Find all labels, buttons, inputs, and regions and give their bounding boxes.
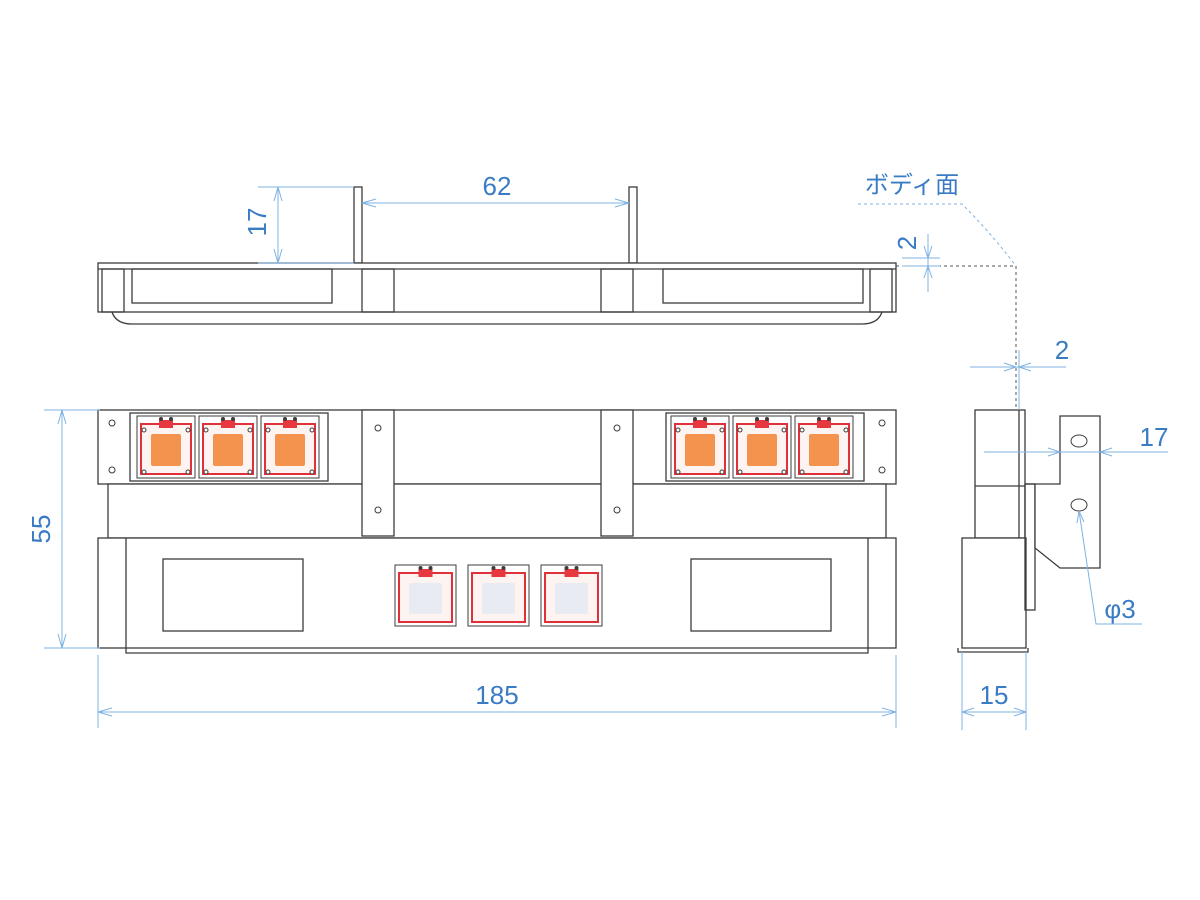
top-view xyxy=(97,186,897,325)
dim-side-bracket: 17 xyxy=(1140,422,1169,452)
lamp-screw xyxy=(719,427,725,433)
lower-window-left xyxy=(162,558,304,632)
lamp-screw xyxy=(737,427,743,433)
top-plate-lip xyxy=(111,311,883,325)
dim-length: 185 xyxy=(475,680,518,710)
top-bracket-left xyxy=(353,186,363,264)
mount-hole xyxy=(1070,498,1088,512)
mount-hole xyxy=(1070,434,1088,448)
side-upper xyxy=(974,409,1026,539)
lamp-clear xyxy=(394,564,457,627)
dim-bracket-height: 17 xyxy=(242,208,272,237)
lamp-screw xyxy=(247,427,253,433)
lamp-screw xyxy=(843,469,849,475)
lamp-screw xyxy=(203,427,209,433)
lamp-screw xyxy=(737,469,743,475)
lamp-clear xyxy=(467,564,530,627)
lamp-screw xyxy=(781,469,787,475)
lamp-amber xyxy=(794,415,854,479)
leader-hole xyxy=(1078,510,1142,625)
lamp-screw xyxy=(185,427,191,433)
lamp-amber xyxy=(198,415,258,479)
lower-window-right xyxy=(690,558,832,632)
screw xyxy=(878,466,886,474)
lamp-screw xyxy=(141,469,147,475)
dimensions: 185 55 62 17 ボディ面 2 2 xyxy=(26,171,1168,730)
lamp-screw xyxy=(309,427,315,433)
top-plate xyxy=(97,262,897,313)
lamp-amber xyxy=(670,415,730,479)
side-bracket xyxy=(1025,415,1101,569)
dim-bracket-spacing: 62 xyxy=(483,171,512,201)
dim-side-offset: 2 xyxy=(1055,335,1069,365)
lamp-screw xyxy=(203,469,209,475)
side-view xyxy=(957,409,1101,653)
dim-hole: φ3 xyxy=(1104,594,1135,624)
dim-depth: 15 xyxy=(980,680,1009,710)
lamp-screw xyxy=(719,469,725,475)
lamp-screw xyxy=(799,469,805,475)
lamp-screw xyxy=(141,427,147,433)
middle-band xyxy=(107,483,887,539)
lamp-amber xyxy=(136,415,196,479)
lamp-screw xyxy=(675,427,681,433)
screw xyxy=(108,466,116,474)
screw xyxy=(878,419,886,427)
label-body-surface: ボディ面 xyxy=(865,172,959,199)
dim-top-offset: 2 xyxy=(892,236,922,250)
lamp-screw xyxy=(247,469,253,475)
lamp-screw xyxy=(781,427,787,433)
dim-height: 55 xyxy=(26,515,56,544)
top-bracket-right xyxy=(628,186,638,264)
lamp-clear xyxy=(540,564,603,627)
lamp-amber xyxy=(732,415,792,479)
side-lower xyxy=(961,537,1027,649)
lamp-amber xyxy=(260,415,320,479)
lamp-screw xyxy=(843,427,849,433)
lamps xyxy=(136,415,854,627)
leader-body-surface xyxy=(858,203,1017,267)
lamp-screw xyxy=(675,469,681,475)
lamp-screw xyxy=(265,427,271,433)
screw xyxy=(108,419,116,427)
lamp-screw xyxy=(265,469,271,475)
lamp-screw xyxy=(309,469,315,475)
lamp-screw xyxy=(799,427,805,433)
lamp-screw xyxy=(185,469,191,475)
